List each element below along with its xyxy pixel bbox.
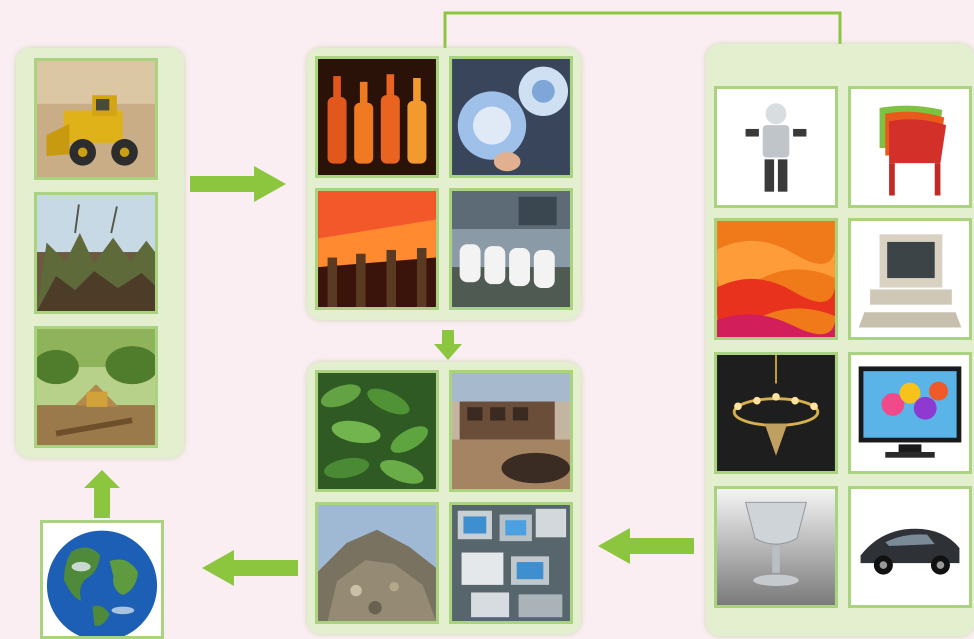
molten-glass-bottles-image <box>315 56 439 178</box>
television-image <box>848 352 972 474</box>
stained-glass-image <box>449 56 573 178</box>
processing-panel <box>307 48 581 320</box>
arrow-up-earth-to-extraction <box>84 470 120 518</box>
fabric-image <box>714 218 838 340</box>
arrow-left-waste-to-earth <box>202 550 298 586</box>
abandoned-cars-image <box>449 370 573 492</box>
arrow-down-processing-to-waste <box>434 330 462 360</box>
chandelier-image <box>714 352 838 474</box>
globe-image <box>40 520 164 639</box>
car-image <box>848 486 972 608</box>
computer-image <box>848 218 972 340</box>
steel-mill-image <box>315 188 439 310</box>
robot-toy-image <box>714 86 838 208</box>
products-panel <box>706 44 974 636</box>
forest-clearing-image <box>34 192 158 314</box>
bulldozer-image <box>34 58 158 180</box>
arrow-left-products-to-waste <box>598 528 694 564</box>
extraction-panel <box>16 48 184 458</box>
deforestation-image <box>34 326 158 448</box>
waste-panel <box>307 362 581 634</box>
computer-waste-image <box>449 502 573 624</box>
paper-mill-image <box>449 188 573 310</box>
plastic-bottle-waste-image <box>315 370 439 492</box>
landfill-image <box>315 502 439 624</box>
stacked-chairs-image <box>848 86 972 208</box>
crystal-goblet-image <box>714 486 838 608</box>
arrow-right-extraction-to-processing <box>190 166 286 202</box>
